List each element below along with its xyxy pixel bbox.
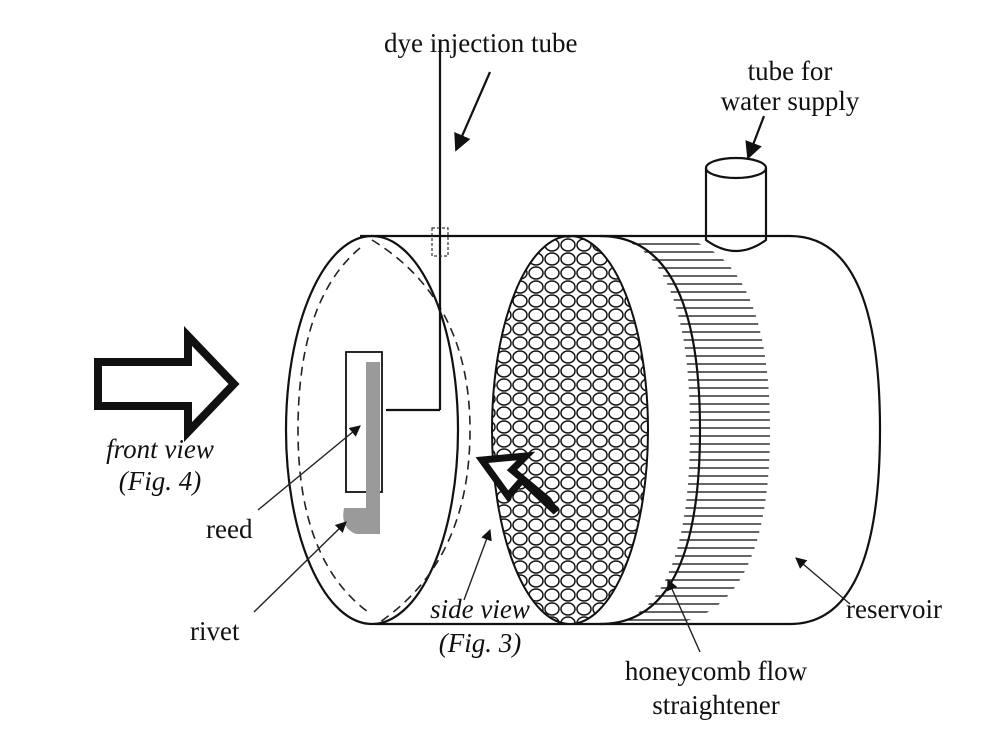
side-view-label-line1: side view xyxy=(430,594,530,624)
reed-assembly xyxy=(343,351,383,534)
honeycomb-face xyxy=(491,235,649,625)
front-view-label-line1: front view xyxy=(106,434,214,464)
water-supply-label-line1: tube for xyxy=(748,56,833,86)
honeycomb-pointer xyxy=(666,578,701,653)
dye-injection-tube xyxy=(386,40,449,412)
reservoir-pointer xyxy=(795,557,851,605)
reed xyxy=(366,362,380,534)
reed-outline xyxy=(345,351,383,493)
rivet-label: rivet xyxy=(190,616,240,646)
rivet-pointer xyxy=(253,521,347,613)
water-supply-label-line2: water supply xyxy=(721,86,860,116)
reservoir-label: reservoir xyxy=(846,594,942,624)
honeycomb-label-line2: straightener xyxy=(652,690,779,720)
side-view-arrow xyxy=(475,451,559,515)
reed-pointer xyxy=(257,425,361,511)
water-supply-tube xyxy=(704,156,768,252)
rivet xyxy=(343,508,380,534)
front-end-face xyxy=(284,234,460,626)
front-view-arrow xyxy=(94,326,240,442)
cylinder-right-end xyxy=(789,234,882,626)
water-supply-pointer xyxy=(745,115,766,160)
honeycomb-label-line1: honeycomb flow xyxy=(625,656,808,686)
front-view-label-line2: (Fig. 4) xyxy=(119,466,201,496)
dye-tube-label: dye injection tube xyxy=(384,28,577,58)
reed-label: reed xyxy=(206,514,253,544)
side-view-pointer xyxy=(463,528,492,601)
side-view-label-line2: (Fig. 3) xyxy=(439,628,521,658)
front-rim-left-dashed xyxy=(297,247,369,613)
straightener-back-edge xyxy=(599,234,702,626)
reservoir-cylinder xyxy=(284,234,882,626)
honeycomb-straightener xyxy=(491,234,770,626)
dye-tube-pointer xyxy=(454,71,492,152)
front-rim-right-dashed xyxy=(371,239,471,623)
